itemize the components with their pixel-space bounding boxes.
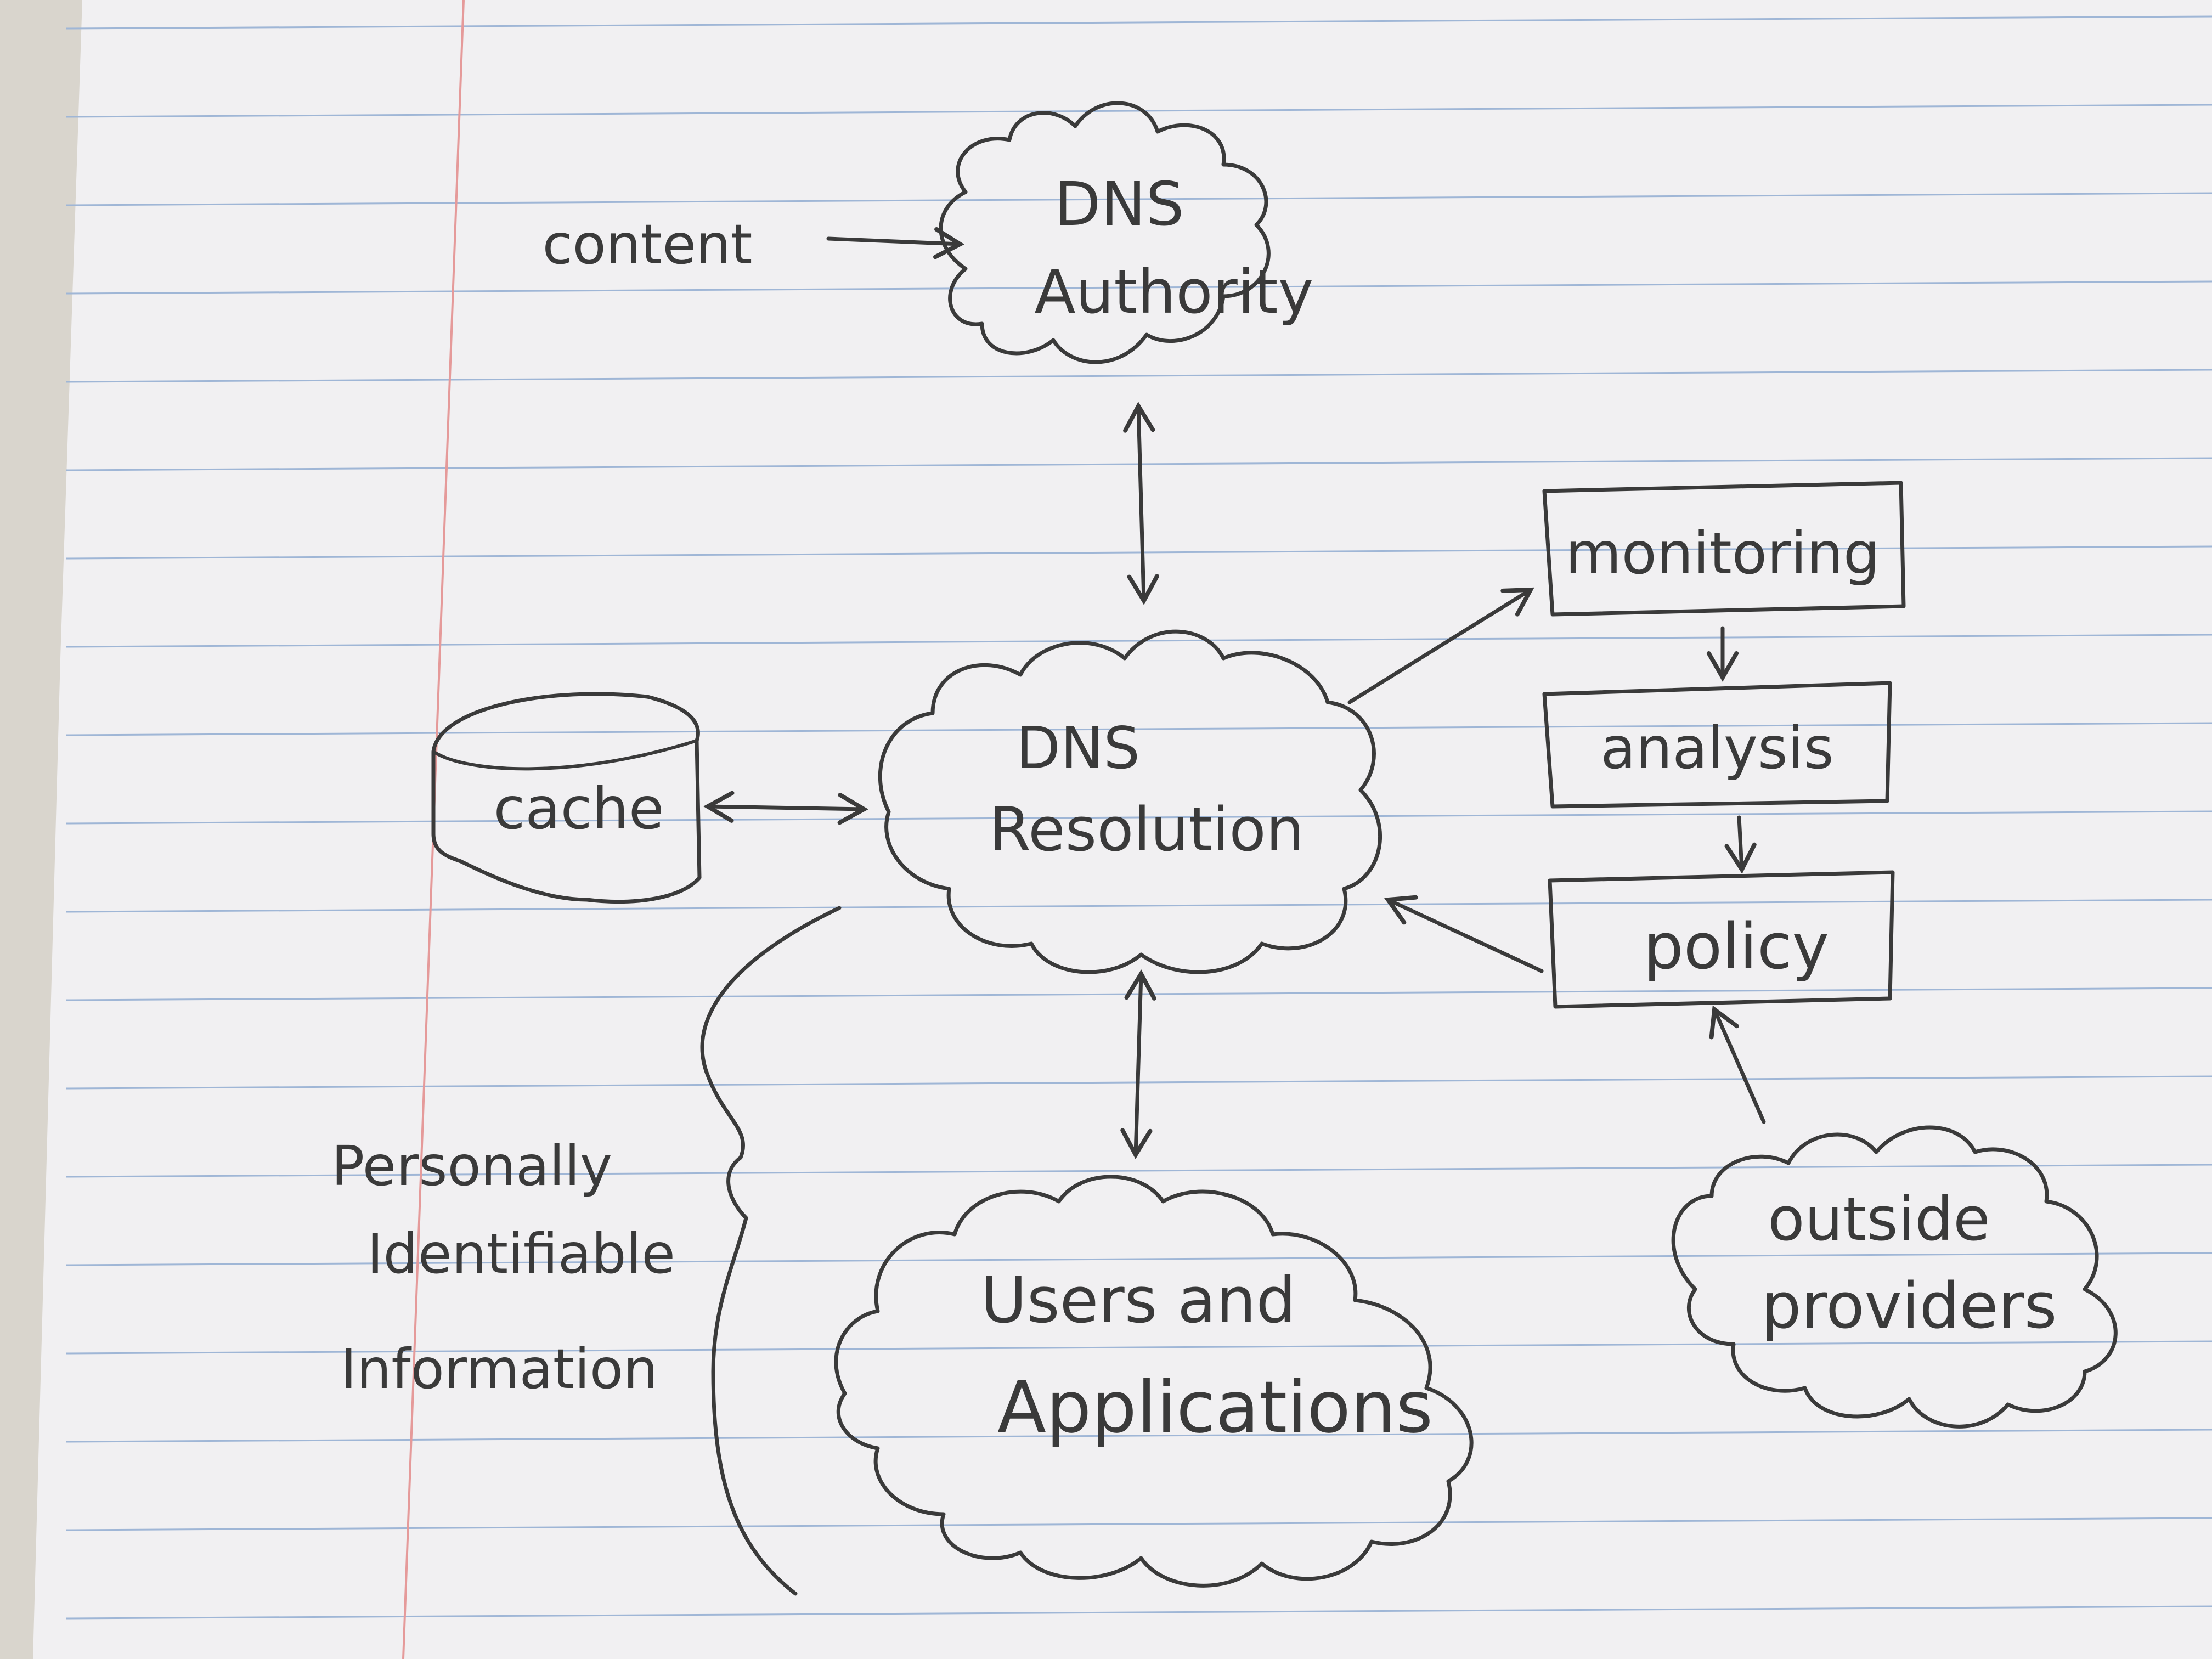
dns-authority-node: DNS Authority — [939, 101, 1314, 364]
ruled-line — [65, 810, 2212, 825]
policy-label: policy — [1644, 910, 1830, 984]
dns-resolution-line1: DNS — [1016, 715, 1140, 782]
ruled-line — [65, 192, 2212, 206]
ruled-line — [65, 280, 2212, 295]
dns-resolution-line2: Resolution — [989, 794, 1305, 865]
monitoring-node: monitoring — [1542, 481, 1906, 617]
ruled-line — [65, 1605, 2212, 1620]
cache-label: cache — [494, 775, 664, 842]
monitoring-label: monitoring — [1565, 520, 1880, 587]
ruled-line — [65, 104, 2212, 118]
users-applications-node: Users and Applications — [834, 1175, 1474, 1588]
notebook-page — [33, 0, 2212, 1659]
authority-resolution-arrow — [1123, 402, 1159, 605]
dns-authority-cloud — [939, 101, 1271, 364]
monitoring-box — [1542, 481, 1906, 617]
dns-authority-line1: DNS — [1054, 169, 1184, 239]
content-to-authority-arrow — [826, 227, 964, 259]
pii-line3: Information — [341, 1337, 658, 1401]
providers-policy-arrow — [1709, 1005, 1766, 1124]
ruled-line — [65, 1429, 2212, 1443]
cache-node: cache — [431, 692, 702, 904]
analysis-box — [1542, 681, 1892, 809]
content-label: content — [543, 212, 753, 276]
ruled-line — [65, 1164, 2212, 1178]
ruled-line — [65, 634, 2212, 648]
ruled-line — [65, 369, 2212, 383]
policy-box — [1548, 870, 1895, 1009]
dns-resolution-node: DNS Resolution — [878, 629, 1383, 974]
resolution-monitoring-arrow — [1347, 587, 1534, 704]
ruled-line — [65, 1517, 2212, 1531]
pii-label-group: Personally Identifiable Information — [331, 1134, 675, 1401]
cache-resolution-arrow — [703, 791, 868, 825]
dns-resolution-cloud — [878, 629, 1383, 974]
pii-brace — [700, 906, 842, 1596]
cache-cylinder-rim — [432, 739, 698, 771]
analysis-policy-arrow — [1724, 815, 1757, 874]
resolution-users-arrow — [1120, 969, 1156, 1159]
pii-line1: Personally — [331, 1134, 612, 1198]
ruled-line — [65, 1252, 2212, 1266]
outside-providers-node: outside providers — [1671, 1125, 2118, 1429]
pii-line2: Identifiable — [367, 1222, 675, 1286]
dns-authority-line2: Authority — [1034, 257, 1313, 327]
users-applications-cloud — [834, 1175, 1474, 1588]
ruled-line — [65, 899, 2212, 913]
ruled-line — [65, 1340, 2212, 1355]
ruled-line — [65, 722, 2212, 736]
analysis-node: analysis — [1542, 681, 1892, 809]
policy-node: policy — [1548, 870, 1895, 1009]
outside-providers-line1: outside — [1768, 1184, 1990, 1254]
analysis-label: analysis — [1600, 715, 1833, 782]
outside-providers-line2: providers — [1761, 1269, 2057, 1343]
outside-providers-cloud — [1671, 1125, 2118, 1429]
users-applications-line1: Users and — [981, 1264, 1296, 1338]
policy-resolution-arrow — [1384, 895, 1544, 973]
users-applications-line2: Applications — [997, 1365, 1433, 1449]
ruled-line — [65, 15, 2212, 30]
cache-cylinder — [431, 692, 702, 904]
